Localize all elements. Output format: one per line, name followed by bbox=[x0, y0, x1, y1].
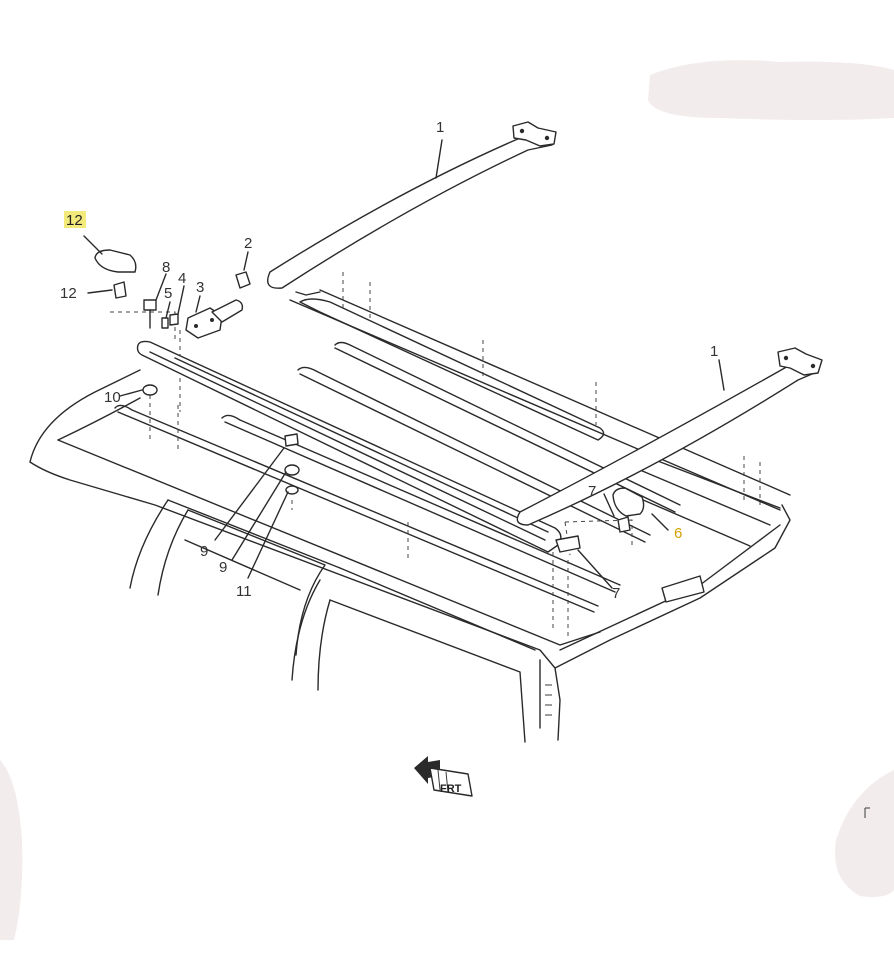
callout-6: 6 bbox=[674, 525, 682, 542]
edge-mark bbox=[864, 807, 870, 818]
callouts: 1 1 2 3 4 5 12 12 8 10 9 9 11 7 6 7 bbox=[60, 119, 718, 602]
bolt-part-10 bbox=[555, 535, 581, 553]
callout-8: 9 bbox=[219, 559, 227, 576]
end-cap-part-6 bbox=[612, 487, 645, 517]
front-arrow-label: FRT bbox=[440, 783, 462, 795]
callout-12-right: 7 bbox=[588, 483, 596, 500]
callout-1-upper: 1 bbox=[436, 119, 444, 136]
crossbar-lower bbox=[516, 347, 823, 526]
callout-10: 7 bbox=[612, 585, 620, 602]
plug-part-2 bbox=[235, 271, 251, 289]
callout-3: 3 bbox=[196, 279, 204, 296]
side-rail bbox=[136, 340, 562, 553]
vehicle-roof-outline bbox=[29, 289, 791, 743]
callout-7-bottom: 9 bbox=[200, 543, 208, 560]
clip-part-12-right bbox=[617, 516, 631, 533]
scan-smudge-top-right bbox=[648, 60, 894, 120]
callout-12-left: 12 bbox=[60, 285, 77, 302]
callout-4: 4 bbox=[178, 270, 186, 287]
callout-9-bottom: 11 bbox=[236, 583, 252, 600]
callout-7-top: 8 bbox=[162, 259, 170, 276]
callout-2: 2 bbox=[244, 235, 252, 252]
callout-5: 5 bbox=[164, 285, 172, 302]
front-direction-arrow: FRT bbox=[414, 756, 473, 797]
scan-smudge-left bbox=[0, 760, 23, 940]
fasteners-7-8-9 bbox=[284, 433, 300, 495]
tube-part-3 bbox=[211, 299, 244, 323]
bolt-part-7-left bbox=[143, 299, 157, 329]
callout-9-left: 10 bbox=[104, 389, 121, 406]
leader-lines bbox=[83, 139, 725, 589]
clip-part-12-left bbox=[113, 281, 127, 299]
callout-1-lower: 1 bbox=[710, 343, 718, 360]
callout-11: 12 bbox=[66, 212, 83, 229]
bracket-part-3 bbox=[185, 307, 223, 339]
washer-part-9-left bbox=[142, 384, 158, 396]
nut-part-4 bbox=[169, 313, 179, 326]
callout-11-highlight bbox=[64, 211, 86, 228]
crossbar-upper bbox=[267, 121, 557, 289]
washer-part-5 bbox=[161, 317, 169, 329]
scan-smudge-bottom-right bbox=[835, 770, 894, 898]
